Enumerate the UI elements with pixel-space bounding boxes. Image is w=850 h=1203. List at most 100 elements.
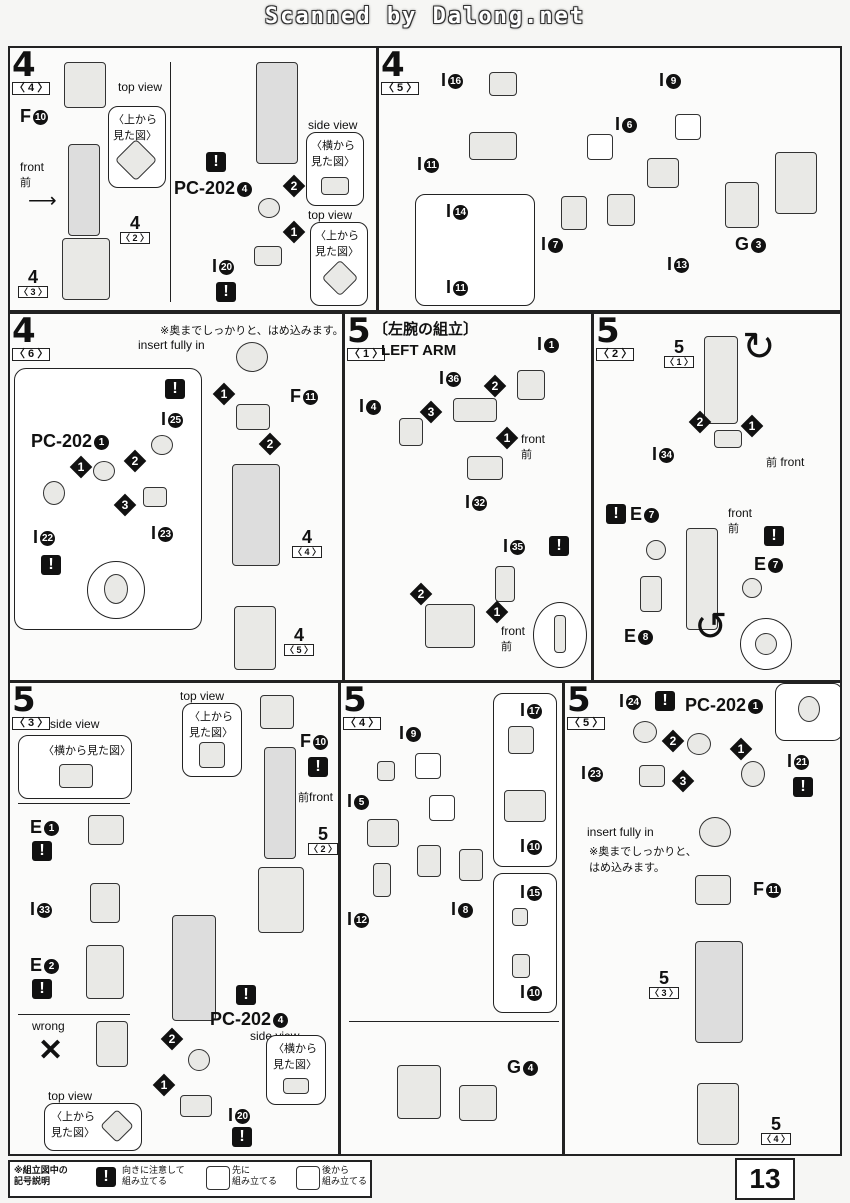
step-3-icon: 3 <box>419 400 443 424</box>
caution-icon: ! <box>606 504 626 524</box>
i22-part <box>43 481 65 505</box>
wrong-label: wrong <box>32 1019 65 1033</box>
side-view2-jp: 〈横から 見た図〉 <box>273 1042 317 1071</box>
caution-icon: ! <box>655 691 675 711</box>
ref-4-4: 4〈 4 〉 <box>292 527 323 558</box>
caution-icon-3: ! <box>32 979 52 999</box>
finger-part-16 <box>489 72 517 96</box>
i15-part <box>512 908 528 926</box>
pin-part <box>554 615 566 653</box>
step-substep: 〈 4 〉 <box>343 717 382 730</box>
ref-5-2: 5〈 2 〉 <box>308 824 338 855</box>
polycap-part <box>188 1049 210 1071</box>
caution-icon-2: ! <box>793 777 813 797</box>
i20-part <box>254 246 282 266</box>
panel-step-4-6: 4 〈 6 〉 ※奥までしっかりと、はめ込みます。 insert fully i… <box>8 312 344 682</box>
step-number: 4 <box>12 46 36 85</box>
step-1-icon: 1 <box>740 414 764 438</box>
ref-4-3: 4〈 3 〉 <box>18 267 49 298</box>
step-1-icon-b: 1 <box>212 382 236 406</box>
hand-cover-part <box>725 182 759 228</box>
step-number: 5 <box>567 681 591 720</box>
i34-part <box>714 430 742 448</box>
side-view-jp: 〈横から見た図〉 <box>43 744 131 757</box>
step-number: 5 <box>343 681 367 720</box>
shoulder-cap-part <box>64 62 106 108</box>
top-view2-jp: 〈上から 見た図〉 <box>51 1110 95 1139</box>
step-2-icon: 2 <box>123 449 147 473</box>
i32-part <box>467 456 503 480</box>
assemble-later-icon <box>675 114 701 140</box>
polycap-part <box>687 733 711 755</box>
step-2-icon-b: 2 <box>258 432 282 456</box>
ref-4-2: 4〈 2 〉 <box>120 213 151 244</box>
legend-assemble-first-icon <box>206 1166 230 1190</box>
assemble-first-icon <box>587 134 613 160</box>
polycap-part <box>258 198 280 218</box>
hand-frame-part <box>647 158 679 188</box>
legend-assemble-later-icon <box>296 1166 320 1190</box>
top-view-part <box>199 742 225 768</box>
arm-assembly <box>695 941 743 1043</box>
hand-assembly <box>775 152 817 214</box>
step-2-icon: 2 <box>282 174 306 198</box>
caution-icon: ! <box>308 757 328 777</box>
polycap-part <box>93 461 115 481</box>
forearm-part <box>517 370 545 400</box>
caution-icon-2: ! <box>764 526 784 546</box>
top-view-bubble: 〈上から 見た図〉 <box>182 703 242 777</box>
ref-4-5: 4〈 5 〉 <box>284 625 315 656</box>
step-substep: 〈 3 〉 <box>12 717 51 730</box>
section-title-en: LEFT ARM <box>381 342 457 359</box>
lower-cover-part <box>62 238 110 300</box>
top-view-bubble: 〈上から 見た図〉 <box>108 106 166 188</box>
side-view-bubble: 〈横から 見た図〉 <box>306 132 364 206</box>
side-view2-part <box>283 1078 309 1094</box>
caution-icon-2: ! <box>32 841 52 861</box>
ref-5-4: 5〈 4 〉 <box>761 1114 792 1145</box>
insert-note-en: insert fully in <box>138 338 205 352</box>
upper-arm-assembly <box>232 464 280 566</box>
fingers-part <box>417 845 441 877</box>
scan-watermark: Scanned by Dalong.net <box>264 4 586 29</box>
hand-frame-part <box>367 819 399 847</box>
pin-detail <box>533 602 587 668</box>
i8-part <box>459 849 483 881</box>
side-view-bubble: 〈横から見た図〉 <box>18 735 132 799</box>
caution-icon-2: ! <box>216 282 236 302</box>
e1-part <box>88 815 124 845</box>
step-1-icon: 1 <box>152 1073 176 1097</box>
side-view-part <box>321 177 349 195</box>
insert-note-en: insert fully in <box>587 825 654 839</box>
assemble-first-icon <box>415 753 441 779</box>
side-view-label: side view <box>308 118 358 132</box>
joint-detail <box>87 561 145 619</box>
side-view2-bubble: 〈横から 見た図〉 <box>266 1035 326 1105</box>
i33-part <box>90 883 120 923</box>
side-view-label: side view <box>50 717 100 731</box>
